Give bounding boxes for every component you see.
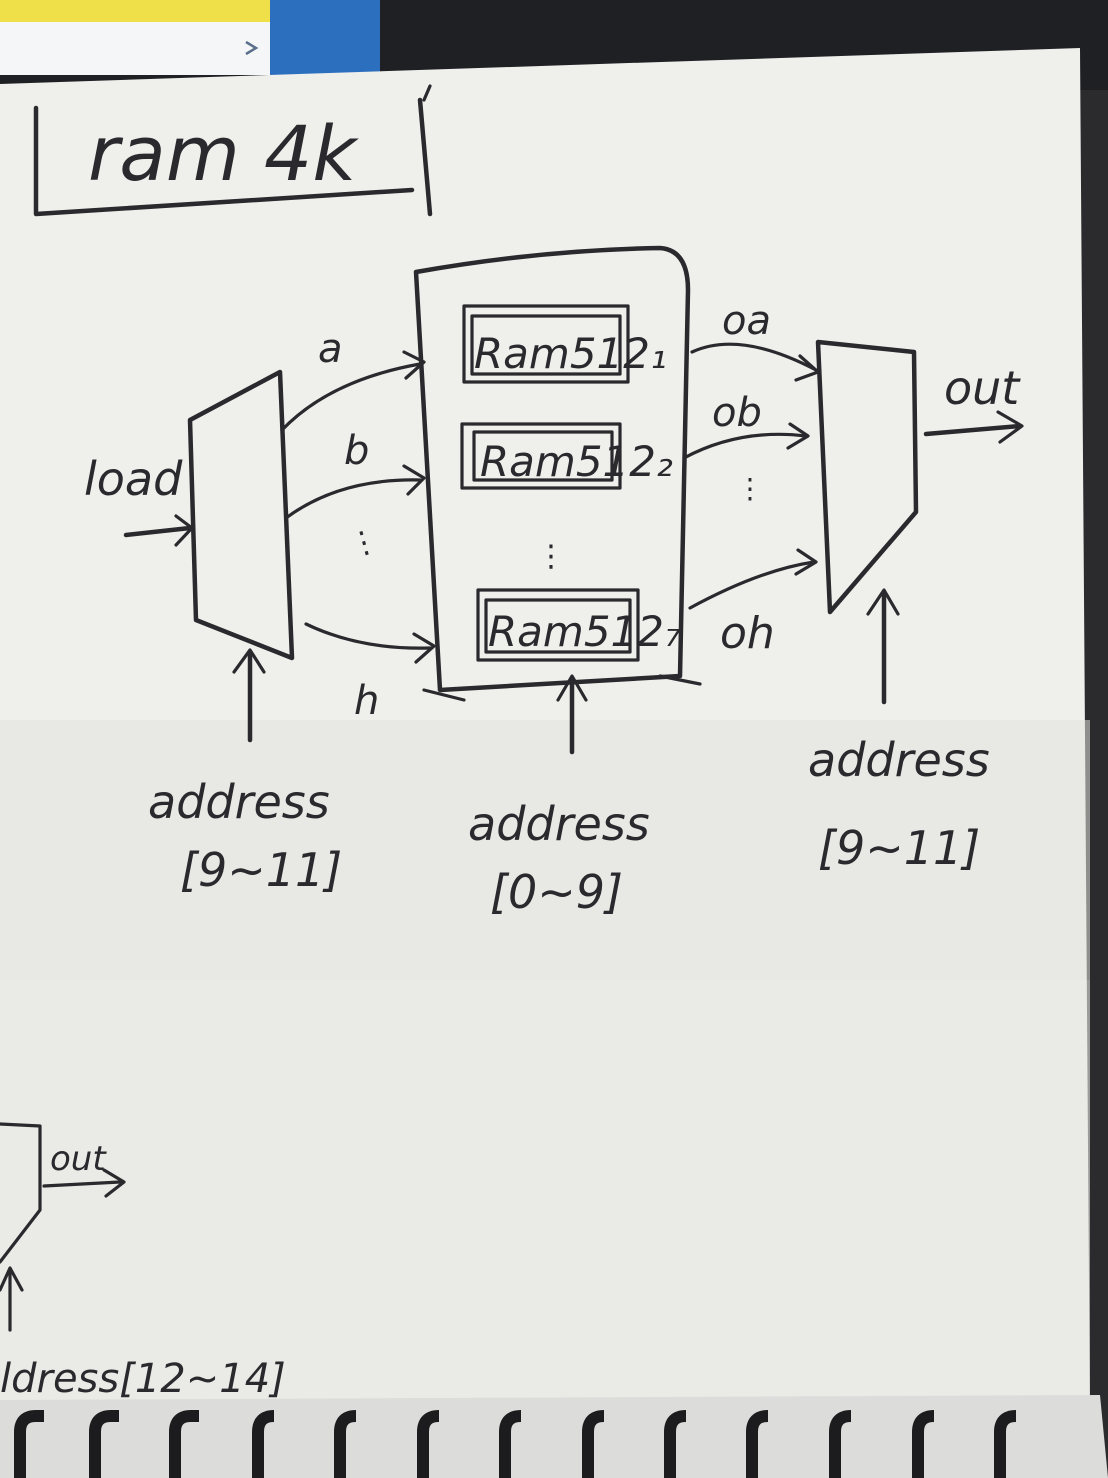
dmux-output-h: h (354, 678, 379, 724)
ram-block-label: Ram512₁ (474, 329, 667, 378)
mux-input-oa: oa (722, 298, 771, 344)
title-box: ram 4k (33, 84, 433, 217)
mux-input-ob: ob (712, 390, 762, 436)
dmux-output-a: a (318, 326, 343, 372)
mux-select-range: [9~11] (818, 821, 980, 875)
ram-block-1: Ram512₁ (462, 304, 667, 384)
partial-previous-diagram: out ldress[12~14] (0, 1122, 286, 1402)
out-label: out (944, 361, 1021, 415)
paper-sheet (0, 48, 1108, 1478)
ram-select-label: address (468, 797, 650, 851)
mux-input-oh: oh (720, 608, 775, 659)
background-monitor (0, 0, 1108, 90)
ram-block-label: Ram512₂ (480, 437, 673, 486)
dmux-select-range: [9~11] (180, 843, 342, 897)
mux-input-dots: ⋮ (736, 472, 764, 505)
monitor-blue-panel (300, 0, 380, 75)
ram-block-7: Ram512₇ (476, 588, 681, 662)
spiral-binding (14, 1410, 1017, 1478)
load-label: load (84, 452, 183, 506)
mux-select-label: address (808, 733, 990, 787)
ram-block-dots: ⋮ (536, 539, 566, 574)
mux-block: out address [9~11] (808, 339, 1024, 875)
ram-block-2: Ram512₂ (460, 422, 673, 490)
chevron-right-icon (245, 40, 259, 56)
monitor-yellow-bar (0, 0, 270, 22)
ram-block-label: Ram512₇ (488, 607, 681, 656)
mux-input-wires: oa ob ⋮ oh (682, 298, 820, 659)
dmux-block: load address [9~11] (84, 369, 342, 897)
ram-select-range: [0~9] (490, 865, 623, 919)
diagram-title: ram 4k (88, 109, 359, 198)
dmux-select-label: address (148, 775, 330, 829)
dmux-output-wires: a b ⋮ h (280, 326, 436, 724)
dmux-output-b: b (344, 428, 369, 474)
ram-container: Ram512₁ Ram512₂ ⋮ Ram512₇ address [0~9] (413, 245, 702, 919)
partial-out-label: out (50, 1139, 107, 1179)
partial-select-label: ldress[12~14] (0, 1356, 286, 1402)
